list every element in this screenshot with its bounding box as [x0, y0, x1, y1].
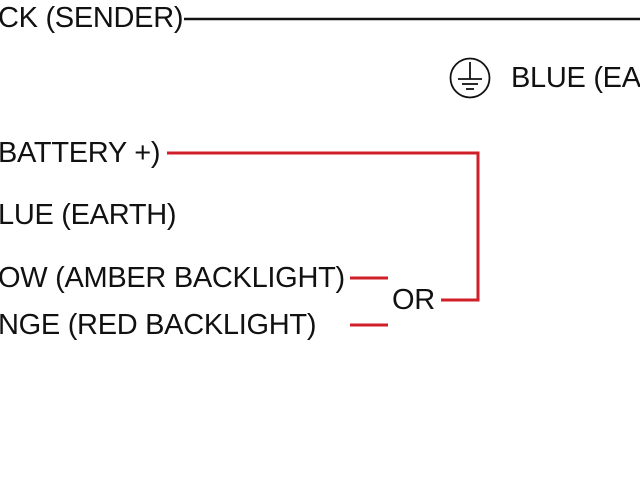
blue-earth-left-label: LUE (EARTH) — [0, 199, 177, 231]
blue-earth-right-label: BLUE (EA — [511, 62, 640, 94]
black-sender-label: CK (SENDER) — [0, 2, 184, 34]
battery-plus-label: BATTERY +) — [0, 137, 161, 169]
or-label: OR — [392, 284, 435, 316]
amber-backlight-label: OW (AMBER BACKLIGHT) — [0, 262, 345, 294]
ground-earth-icon — [449, 57, 491, 99]
red-backlight-label: NGE (RED BACKLIGHT) — [0, 309, 317, 341]
